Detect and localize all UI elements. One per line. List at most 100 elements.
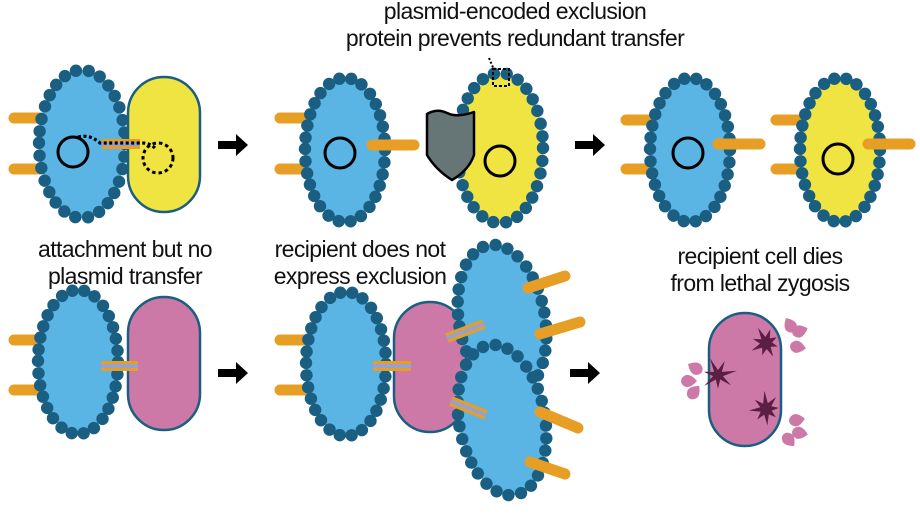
recipient-cell-pink [126,295,202,432]
surface-protein-dot [315,300,328,314]
surface-protein-dot [511,250,524,263]
surface-protein-dot [111,368,124,381]
surface-protein-dot [82,64,95,78]
leak-droplet-icon [789,414,805,427]
surface-protein-dot [456,432,469,446]
donor-cell [31,284,125,440]
donor-cell [643,72,737,228]
mating-bridge [449,396,488,420]
surface-protein-dot [840,72,853,86]
surface-protein-dot [41,309,54,322]
surface-protein-dot [58,205,71,218]
surface-protein-dot [699,209,713,223]
surface-protein-dot [868,179,881,192]
surface-protein-dot [370,404,383,417]
plasmid [56,135,90,169]
death-label: recipient cell dies from lethal zygosis [640,243,880,297]
surface-protein-dot [467,201,480,214]
surface-protein-dot [102,309,116,323]
pilus [522,270,571,294]
surface-protein-dot [33,125,46,138]
surface-protein-dot [794,131,807,144]
leak-droplet-icon [686,385,700,400]
mating-bridge [445,319,486,343]
surface-protein-dot [108,186,121,200]
droplet [792,426,808,439]
surface-protein-dot [455,370,468,384]
cell-body [650,78,730,222]
surface-protein-dot [476,210,489,223]
surface-protein-dot [47,298,60,312]
surface-protein-dot [81,211,95,224]
surface-protein-dot [796,119,809,132]
surface-protein-dot [355,423,369,437]
surface-protein-dot [718,109,732,122]
surface-protein-dot [535,294,548,308]
surface-protein-dot [802,189,816,203]
surface-protein-dot [377,382,390,395]
surface-protein-dot [112,175,126,188]
surface-protein-dot [531,104,544,118]
surface-protein-dot [46,411,60,425]
surface-protein-dot [456,103,470,117]
surface-protein-dot [708,87,722,101]
droplet [790,340,806,353]
attachment-label-line2: plasmid transfer [47,263,203,289]
surface-protein-dot [364,301,378,315]
arrow-shape [570,362,600,384]
surface-protein-dot [302,333,315,346]
surface-protein-dot [69,210,82,224]
surface-protein-dot [35,112,48,126]
pilus [534,406,584,434]
transferring-plasmid [141,141,175,175]
surface-protein-dot [864,97,878,111]
surface-protein-dot [511,73,524,86]
droplet [781,432,795,447]
surface-protein-dot [487,215,500,229]
surface-protein-dot [313,199,327,213]
cell-body [457,73,543,223]
surface-protein-dot [452,383,465,396]
surface-protein-dot [379,346,392,359]
leak-droplet-icon [790,340,806,353]
cell-body [800,78,880,222]
surface-protein-dot [451,308,465,321]
surface-protein-dot [301,119,314,132]
surface-protein-dot [520,260,533,273]
surface-protein-dot [55,421,68,434]
surface-protein-dot [96,299,110,313]
surface-protein-dot [510,210,524,224]
surface-protein-dot [476,340,490,354]
surface-protein-dot [849,209,863,223]
surface-protein-dot [808,199,822,213]
surface-protein-dot [49,196,62,209]
arrow-icon [218,362,248,384]
bridge-core [450,399,487,417]
no-exclusion-label-line2: express exclusion [273,263,447,289]
surface-protein-dot [298,142,312,156]
surface-protein-dot [667,209,680,222]
arrow-icon [575,134,605,156]
surface-protein-dot [299,356,313,370]
surface-protein-dot [538,306,551,319]
cell-body [457,344,547,496]
surface-protein-dot [817,209,830,222]
surface-protein-dot [708,200,721,214]
panel-row1-exclusion [274,57,550,229]
surface-protein-dot [524,479,538,492]
surface-protein-dot [690,72,703,86]
surface-protein-dot [499,216,513,229]
surface-protein-dot [451,408,465,421]
leak-droplet-icon [781,432,795,447]
leak-droplet-icon [792,426,808,439]
surface-protein-dot [460,445,473,458]
surface-protein-dot [489,238,502,252]
surface-protein-dot [309,311,322,324]
droplet [686,385,700,400]
exclusion-title: plasmid-encoded exclusion protein preven… [280,0,750,52]
arrow-shape [218,362,248,384]
surface-protein-dot [322,209,335,222]
surface-protein-dot [689,215,702,228]
surface-protein-dot [452,283,465,296]
surface-protein-dot [501,242,514,255]
